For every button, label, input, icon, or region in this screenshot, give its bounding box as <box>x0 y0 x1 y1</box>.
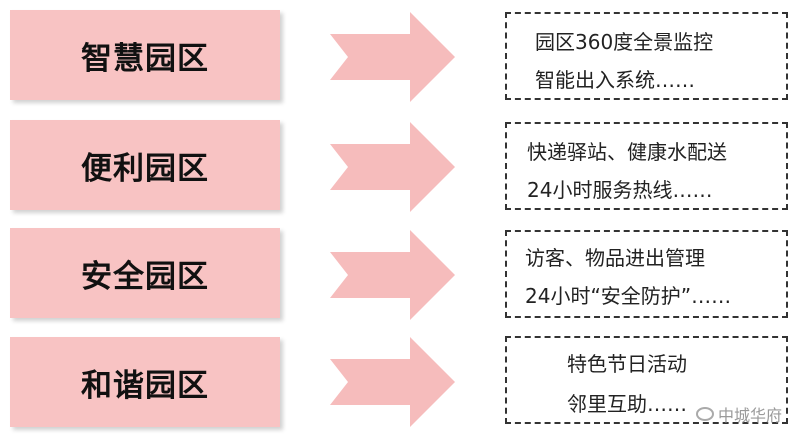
detail-line: 邻里互助…… <box>567 392 687 416</box>
category-convenient-park: 便利园区 <box>10 120 280 210</box>
wechat-icon <box>695 407 714 421</box>
detail-line: 园区360度全景监控 <box>535 30 714 54</box>
detail-line: 24小时服务热线…… <box>527 178 713 202</box>
arrow-icon <box>330 230 455 320</box>
arrow-icon <box>330 122 455 212</box>
watermark: 中城华府 <box>695 402 782 426</box>
detail-line: 访客、物品进出管理 <box>525 246 705 270</box>
detail-line: 快递驿站、健康水配送 <box>527 140 727 164</box>
detail-line: 特色节日活动 <box>567 352 687 376</box>
detail-box-safe-park: 访客、物品进出管理 24小时“安全防护”…… <box>505 230 788 318</box>
category-smart-park: 智慧园区 <box>10 10 280 100</box>
watermark-text: 中城华府 <box>717 406 782 425</box>
detail-box-convenient-park: 快递驿站、健康水配送 24小时服务热线…… <box>505 122 788 210</box>
detail-line: 24小时“安全防护”…… <box>525 284 732 308</box>
category-safe-park: 安全园区 <box>10 228 280 318</box>
detail-line: 智能出入系统…… <box>535 68 695 92</box>
detail-box-harmonious-park: 特色节日活动 邻里互助…… <box>505 336 788 424</box>
detail-box-smart-park: 园区360度全景监控 智能出入系统…… <box>505 12 788 100</box>
arrow-icon <box>330 12 455 102</box>
category-harmonious-park: 和谐园区 <box>10 337 280 427</box>
arrow-icon <box>330 337 455 427</box>
